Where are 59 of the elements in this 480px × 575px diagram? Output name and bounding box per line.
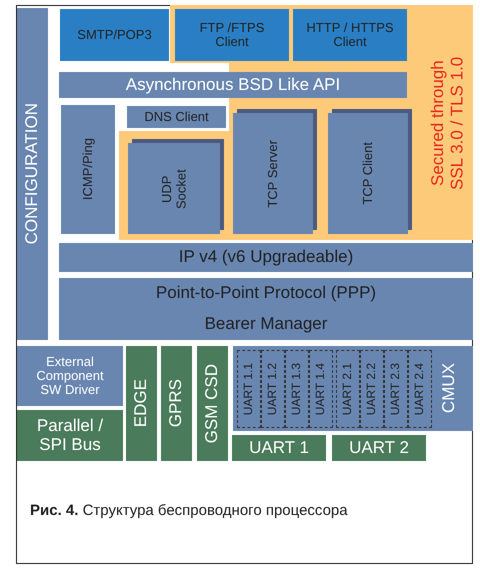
layer-box [128, 143, 220, 234]
layer-label: External Component SW Driver [35, 354, 105, 398]
layer-box [17, 8, 48, 340]
channel-box [336, 350, 360, 428]
layer-label: HTTP / HTTPS Client [305, 20, 395, 50]
layer-label: Parallel / SPI Bus [36, 416, 104, 454]
layer-box [126, 346, 157, 461]
layer-box [59, 72, 407, 98]
layer-label: EDGE [132, 379, 151, 428]
layer-label: ICMP/Ping [80, 138, 96, 201]
layer-label: UART 2.3 [389, 362, 403, 416]
channel-box [237, 350, 261, 428]
channel-box [360, 350, 384, 428]
layer-label: UART 1.1 [242, 362, 256, 416]
layer-box [232, 435, 326, 461]
layer-label: SMTP/POP3 [77, 28, 152, 42]
figure-caption: Рис. 4. Структура беспроводного процессора [30, 501, 349, 521]
layer-box [127, 106, 226, 128]
layer-label: Bearer Manager [204, 315, 328, 334]
channel-box [285, 350, 309, 428]
layer-box [332, 435, 426, 461]
layer-box [59, 278, 473, 340]
layer-label: UDP Socket [160, 168, 188, 210]
layer-label: UART 2 [349, 438, 409, 458]
layer-box [293, 9, 407, 61]
layer-box [175, 9, 289, 61]
layer-box [328, 113, 408, 234]
layer-label: CONFIGURATION [23, 103, 42, 245]
layer-label: GPRS [167, 379, 186, 428]
layer-box [197, 346, 228, 461]
layer-label: IP v4 (v6 Upgradeable) [178, 248, 354, 267]
layer-label: FTP /FTPS Client [198, 20, 266, 50]
layer-box [233, 346, 473, 431]
channel-box [261, 350, 285, 428]
layer-label: UART 1.2 [266, 362, 280, 416]
channel-box [309, 350, 333, 428]
layer-label: TCP Server [266, 140, 280, 208]
layer-box [60, 9, 169, 61]
layer-box [59, 243, 473, 272]
layer-label: UART 1.4 [314, 362, 328, 416]
layer-box [161, 346, 192, 461]
layer-label: UART 1 [249, 438, 309, 458]
layer-label: UART 1.3 [290, 362, 304, 416]
layer-label: DNS Client [144, 110, 209, 124]
layer-label: UART 2.4 [413, 362, 427, 416]
layer-label: Point-to-Point Protocol (PPP) [156, 284, 376, 303]
channel-box [408, 350, 432, 428]
layer-label: TCP Client [360, 142, 376, 205]
layer-label: CMUX [440, 363, 459, 414]
layer-box [17, 346, 123, 406]
layer-label: UART 2.2 [365, 362, 379, 416]
layer-box [61, 105, 115, 234]
layer-box [233, 113, 313, 234]
layer-label: UART 2.1 [341, 362, 355, 416]
layer-label: Asynchronous BSD Like API [126, 76, 340, 94]
layer-box [17, 410, 123, 461]
layer-label: GSM CSD [203, 364, 222, 444]
security-note: Secured through SSL 3.0 / TLS 1.0 [428, 54, 467, 192]
channel-box [384, 350, 408, 428]
